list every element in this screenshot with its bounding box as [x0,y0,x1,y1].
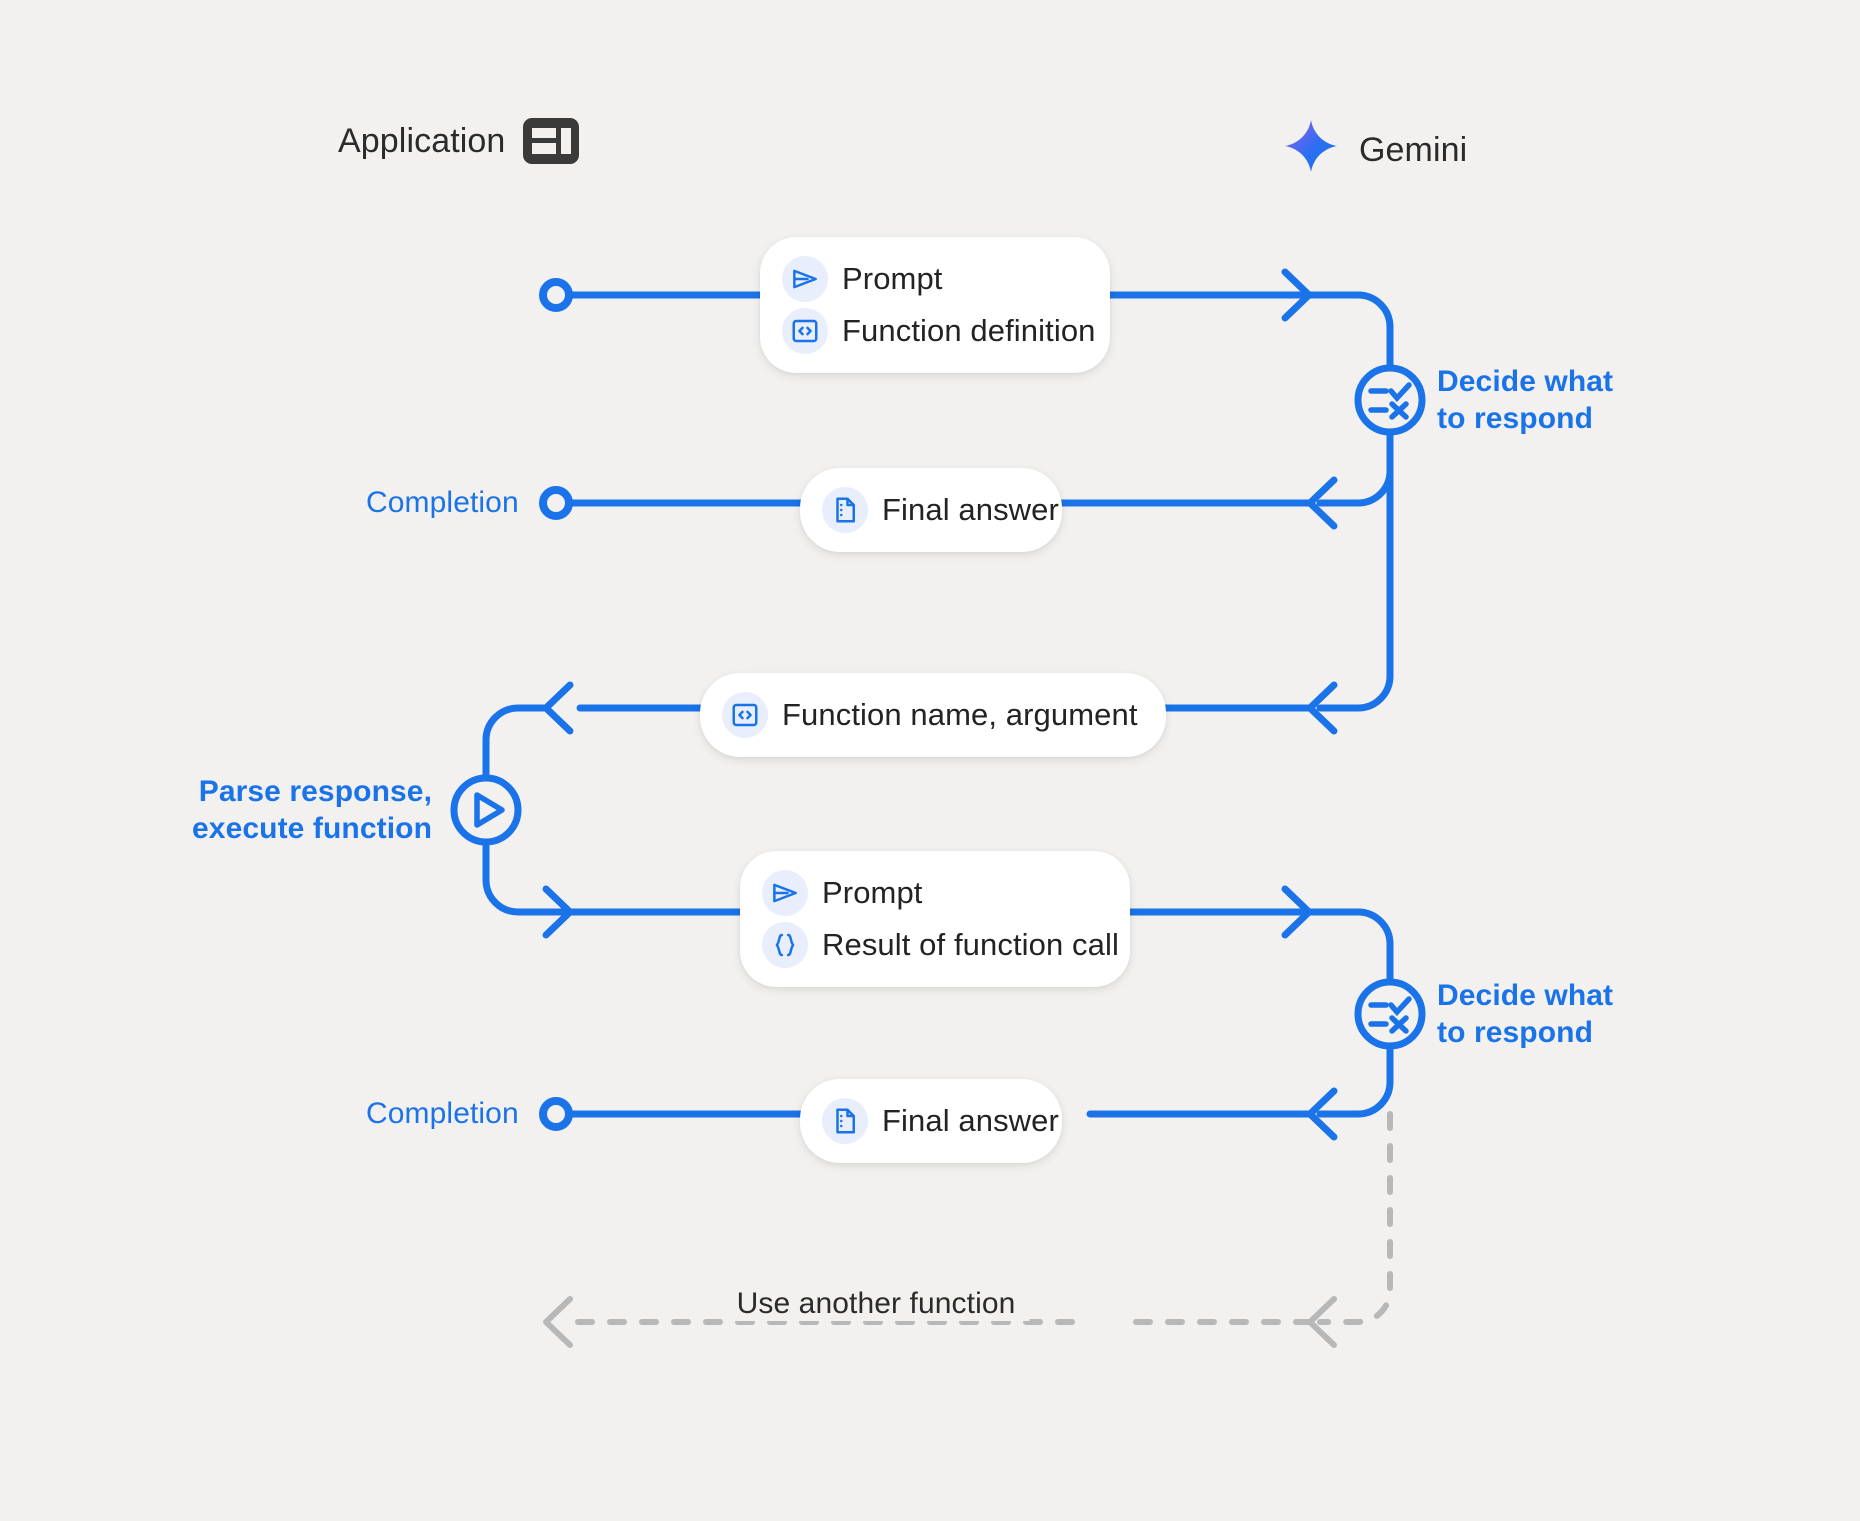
bubble-row-label: Prompt [842,261,943,296]
actor-label-application: Application [338,121,506,160]
connector-loop-use-another-function [567,1111,1393,1325]
message-bubble-response-1[interactable]: Final answer [800,468,1062,552]
gemini-sparkle-icon [1283,118,1339,183]
bubble-row-label: Final answer [882,492,1059,527]
document-icon [822,1098,868,1144]
loop-arrowheads [543,1296,1337,1348]
message-bubble-request-2[interactable]: Prompt Result of function call [740,851,1130,987]
code-brackets-icon [722,692,768,738]
message-bubble-request-1[interactable]: Prompt Function definition [760,237,1110,373]
send-icon [762,870,808,916]
process-node-decide-2 [1354,978,1426,1050]
document-icon [822,487,868,533]
connector-response-3 [539,1042,1394,1141]
process-label-decide-2: Decide what to respond [1437,978,1613,1051]
connector-request-2 [542,885,1394,986]
bubble-row: Prompt [782,253,1080,305]
process-label-line-1: Decide what [1437,365,1614,398]
bubble-row: Function definition [782,305,1095,357]
bubble-row: Final answer [822,484,1059,536]
bubble-row-label: Prompt [822,875,923,910]
code-brackets-icon [782,308,828,354]
completion-label-1: Completion [366,486,519,519]
process-label-line-2: to respond [1437,401,1593,435]
completion-label-2: Completion [366,1097,519,1130]
bubble-row-label: Final answer [882,1103,1059,1138]
process-label-line-1: Decide what [1437,979,1614,1012]
actor-header-gemini: Gemini [1283,118,1467,183]
bubble-row: Final answer [822,1095,1059,1147]
process-label-line-2: to respond [1437,1015,1593,1049]
process-node-parse-execute [450,774,564,916]
curly-braces-icon [762,922,808,968]
message-bubble-response-2[interactable]: Function name, argument [700,673,1166,757]
process-label-parse-execute: Parse response, execute function [0,774,432,847]
bubble-row-label: Function name, argument [782,697,1138,732]
bubble-row: Prompt [762,867,1100,919]
connector-response-2 [482,428,1394,782]
application-window-icon [523,118,580,164]
process-label-decide-1: Decide what to respond [1437,364,1613,437]
bubble-row: Result of function call [762,919,1119,971]
send-icon [782,256,828,302]
process-label-line-1: Parse response, [198,775,432,808]
connector-request-1 [539,268,1394,376]
loop-label: Use another function [722,1287,1030,1321]
message-bubble-response-3[interactable]: Final answer [800,1079,1062,1163]
actor-label-gemini: Gemini [1359,131,1468,169]
bubble-row-label: Result of function call [822,927,1119,962]
bubble-row-label: Function definition [842,313,1096,348]
actor-header-application: Application [338,118,580,164]
bubble-row: Function name, argument [722,689,1138,741]
process-label-line-2: execute function [192,811,432,845]
